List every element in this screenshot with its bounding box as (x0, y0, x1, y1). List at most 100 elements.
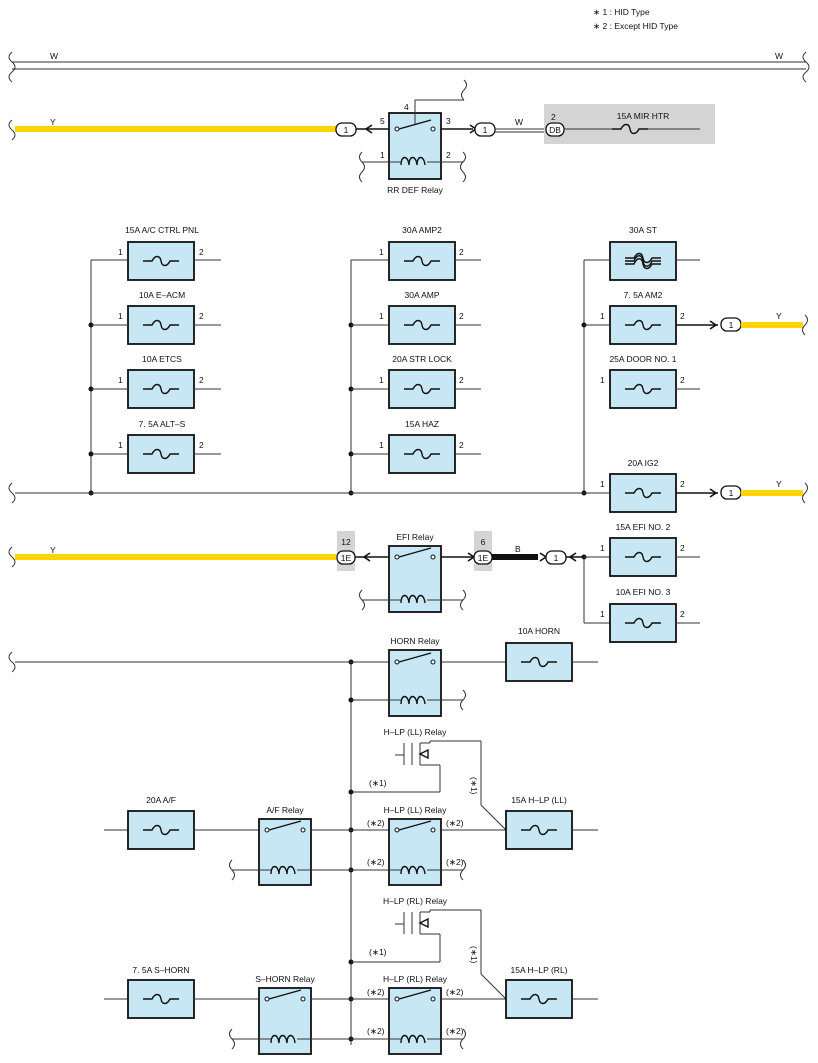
pin-2-strlock: 2 (459, 375, 464, 385)
pin-2-rr-coil: 2 (446, 150, 451, 160)
pin-2-am2: 2 (680, 311, 685, 321)
qualifier-except-ll-out: (∗2) (446, 818, 464, 828)
pin-4-rr: 4 (404, 102, 409, 112)
fuse-group-left: 15A A/C CTRL PNL 1 2 10A E–ACM 1 2 10A E… (88, 225, 221, 496)
pin-1-efi2: 1 (600, 543, 605, 553)
qualifier-except-ll-in: (∗2) (367, 818, 385, 828)
s-horn-section: 7. 5A S–HORN S–HORN Relay (104, 965, 389, 1055)
fuse-hlp-rl-label: 15A H–LP (RL) (510, 965, 567, 975)
fuse-horn (505, 642, 573, 682)
pin-1-rr-coil: 1 (380, 150, 385, 160)
fuse-group-middle: 30A AMP2 1 2 30A AMP 1 2 20A STR LOCK 1 … (348, 225, 481, 496)
qualifier-except-rl-in: (∗2) (367, 987, 385, 997)
hlp-rl-relay-section: H–LP (RL) Relay (∗2) (∗2) (∗2) (∗2) 15A … (351, 965, 598, 1055)
fuse-af-label: 20A A/F (146, 795, 176, 805)
fuse-am2-label: 7. 5A AM2 (624, 290, 663, 300)
pin-1-ac: 1 (118, 247, 123, 257)
fuse-hlp-ll-label: 15A H–LP (LL) (511, 795, 567, 805)
fuse-etcs-label: 10A ETCS (142, 354, 182, 364)
connector-1-rr-out: 1 (483, 125, 488, 135)
pin-1-amp: 1 (379, 311, 384, 321)
fuse-mir-htr-label: 15A MIR HTR (617, 111, 669, 121)
fuse-efi3-label: 10A EFI NO. 3 (616, 587, 671, 597)
w-wire-label-left: W (50, 51, 58, 61)
hlp-ll-relay-section: H–LP (LL) Relay (∗2) (∗2) (∗2) (∗2) 15A … (351, 795, 598, 886)
y-wire-label-efi: Y (50, 545, 56, 555)
connector-1-ig2: 1 (729, 488, 734, 498)
pin-6-1e: 6 (481, 537, 486, 547)
connector-1e-left: 1E (341, 553, 352, 563)
pin-1-alts: 1 (118, 440, 123, 450)
af-relay-label: A/F Relay (266, 805, 304, 815)
pin-2-db: 2 (551, 112, 556, 122)
qualifier-except-ll-coil-in: (∗2) (367, 857, 385, 867)
fuse-e-acm-label: 10A E–ACM (139, 290, 185, 300)
pin-2-efi3: 2 (680, 609, 685, 619)
pin-2-ig2: 2 (680, 479, 685, 489)
qualifier-hid-rl-output: (∗1) (469, 946, 479, 964)
s-horn-relay-label: S–HORN Relay (255, 974, 315, 984)
w-wire-label-rr: W (515, 117, 523, 127)
fuse-amp2 (388, 241, 456, 281)
w-wire-label-right: W (775, 51, 783, 61)
hlp-rl-hid-relay: H–LP (RL) Relay (∗1) (∗1) (351, 896, 507, 1000)
note-hid: ∗ 1 : HID Type (593, 7, 650, 17)
af-section: 20A A/F A/F Relay (104, 795, 389, 886)
rr-def-relay-label: RR DEF Relay (387, 185, 443, 195)
pin-3-rr: 3 (446, 116, 451, 126)
pin-12-1e: 12 (341, 537, 351, 547)
qualifier-except-ll-coil-out: (∗2) (446, 857, 464, 867)
horn-section: HORN Relay 10A HORN (8, 626, 598, 717)
lower-relay-bus (348, 659, 354, 1045)
fuse-group-right: 30A ST 7. 5A AM2 1 2 1 Y 25A DOOR NO. 1 … (581, 225, 808, 513)
hlp-ll-hid-relay: H–LP (LL) Relay (∗1) (∗1) (351, 727, 507, 831)
pin-1-amp2: 1 (379, 247, 384, 257)
connector-1e-right: 1E (478, 553, 489, 563)
pin-2-eacm: 2 (199, 311, 204, 321)
fuse-alt-s-label: 7. 5A ALT–S (139, 419, 186, 429)
pin-2-ac: 2 (199, 247, 204, 257)
hlp-ll-hid-relay-label: H–LP (LL) Relay (384, 727, 447, 737)
connector-1-rr-in: 1 (344, 125, 349, 135)
horn-relay-label: HORN Relay (390, 636, 440, 646)
fuse-efi2-label: 15A EFI NO. 2 (616, 522, 671, 532)
pin-2-alts: 2 (199, 440, 204, 450)
efi-section: Y 12 1E EFI Relay 6 1E B 1 15A EFI (8, 522, 700, 643)
pin-1-ig2: 1 (600, 479, 605, 489)
qualifier-except-rl-out: (∗2) (446, 987, 464, 997)
fuse-amp2-label: 30A AMP2 (402, 225, 442, 235)
qualifier-except-rl-coil-out: (∗2) (446, 1026, 464, 1036)
pin-2-haz: 2 (459, 440, 464, 450)
fuse-haz (388, 434, 456, 474)
pin-2-door1: 2 (680, 375, 685, 385)
rr-def-section: Y 1 5 4 1 2 RR DEF Relay 3 1 W DB 2 (8, 79, 715, 195)
note-except-hid: ∗ 2 : Except HID Type (593, 21, 678, 31)
mir-htr-highlight (544, 104, 715, 144)
y-wire-label-ig2: Y (776, 479, 782, 489)
pin-1-eacm: 1 (118, 311, 123, 321)
hlp-rl-hid-relay-label: H–LP (RL) Relay (383, 896, 448, 906)
connector-db: DB (549, 125, 561, 135)
pin-1-haz: 1 (379, 440, 384, 450)
connector-1-am2: 1 (729, 320, 734, 330)
efi-relay-label: EFI Relay (396, 532, 434, 542)
fuse-haz-label: 15A HAZ (405, 419, 439, 429)
fuse-amp-label: 30A AMP (405, 290, 440, 300)
fuse-ig2-label: 20A IG2 (628, 458, 659, 468)
fuse-ac-ctrl-label: 15A A/C CTRL PNL (125, 225, 199, 235)
fuse-str-lock-label: 20A STR LOCK (392, 354, 452, 364)
b-wire-label-efi: B (515, 544, 521, 554)
hlp-ll-relay-label: H–LP (LL) Relay (384, 805, 447, 815)
pin-2-amp: 2 (459, 311, 464, 321)
qualifier-hid-ll-output: (∗1) (469, 777, 479, 795)
w-bus: W W (8, 51, 810, 83)
pin-2-etcs: 2 (199, 375, 204, 385)
pin-1-am2: 1 (600, 311, 605, 321)
pin-1-door1: 1 (600, 375, 605, 385)
fuse-st-label: 30A ST (629, 225, 657, 235)
y-wire-label-am2: Y (776, 311, 782, 321)
pin-1-strlock: 1 (379, 375, 384, 385)
pin-2-amp2: 2 (459, 247, 464, 257)
fuse-s-horn-label: 7. 5A S–HORN (132, 965, 189, 975)
